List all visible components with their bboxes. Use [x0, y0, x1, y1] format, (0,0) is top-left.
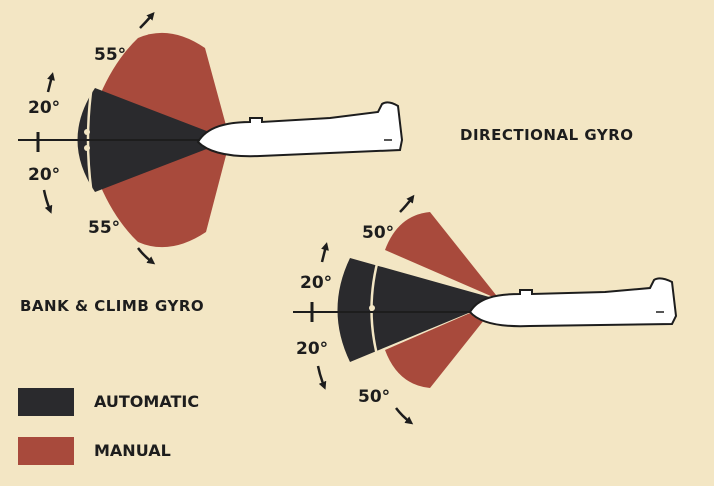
legend-manual-label: MANUAL	[94, 441, 171, 460]
directional-pivot-marker	[84, 129, 90, 135]
bank-climb-arrow-down-50	[395, 407, 414, 425]
directional-arrow-up-20	[46, 72, 55, 93]
directional-manual-down-label: 55°	[88, 218, 120, 238]
directional-auto-up-label: 20°	[28, 98, 60, 118]
bank-climb-gyro-title: BANK & CLIMB GYRO	[20, 297, 205, 315]
directional-manual-sector	[100, 32, 230, 141]
legend-automatic-swatch	[18, 388, 74, 416]
bank-climb-arrow-up-50	[399, 194, 415, 213]
directional-arrow-up-55	[139, 11, 155, 29]
directional-gyro-title: DIRECTIONAL GYRO	[460, 126, 634, 144]
directional-gyro-group: 55° 55° 20° 20°	[18, 11, 404, 265]
bank-climb-manual-down-label: 50°	[358, 387, 390, 407]
directional-pivot-marker-2	[84, 145, 90, 151]
directional-airplane-icon	[196, 101, 404, 158]
bank-climb-gyro-group: 50° 50° 20° 20°	[293, 194, 678, 425]
directional-manual-up-label: 55°	[94, 45, 126, 65]
bank-climb-pivot-marker	[369, 305, 375, 311]
directional-auto-down-label: 20°	[28, 165, 60, 185]
directional-manual-sector-lower	[100, 140, 230, 248]
directional-arrow-down-55	[137, 247, 156, 265]
bank-climb-manual-sector-lower	[385, 300, 500, 388]
bank-climb-arrow-up-20	[320, 242, 329, 263]
bank-climb-arrow-down-20	[316, 365, 327, 390]
bank-climb-auto-up-label: 20°	[300, 273, 332, 293]
bank-climb-automatic-sector	[337, 258, 500, 362]
bank-climb-manual-up-label: 50°	[362, 223, 394, 243]
bank-climb-manual-sector	[385, 212, 500, 300]
directional-arrow-down-20	[42, 189, 53, 214]
bank-climb-airplane-icon	[468, 277, 678, 328]
legend-manual-swatch	[18, 437, 74, 465]
legend-automatic-label: AUTOMATIC	[94, 392, 200, 411]
bank-climb-auto-down-label: 20°	[296, 339, 328, 359]
